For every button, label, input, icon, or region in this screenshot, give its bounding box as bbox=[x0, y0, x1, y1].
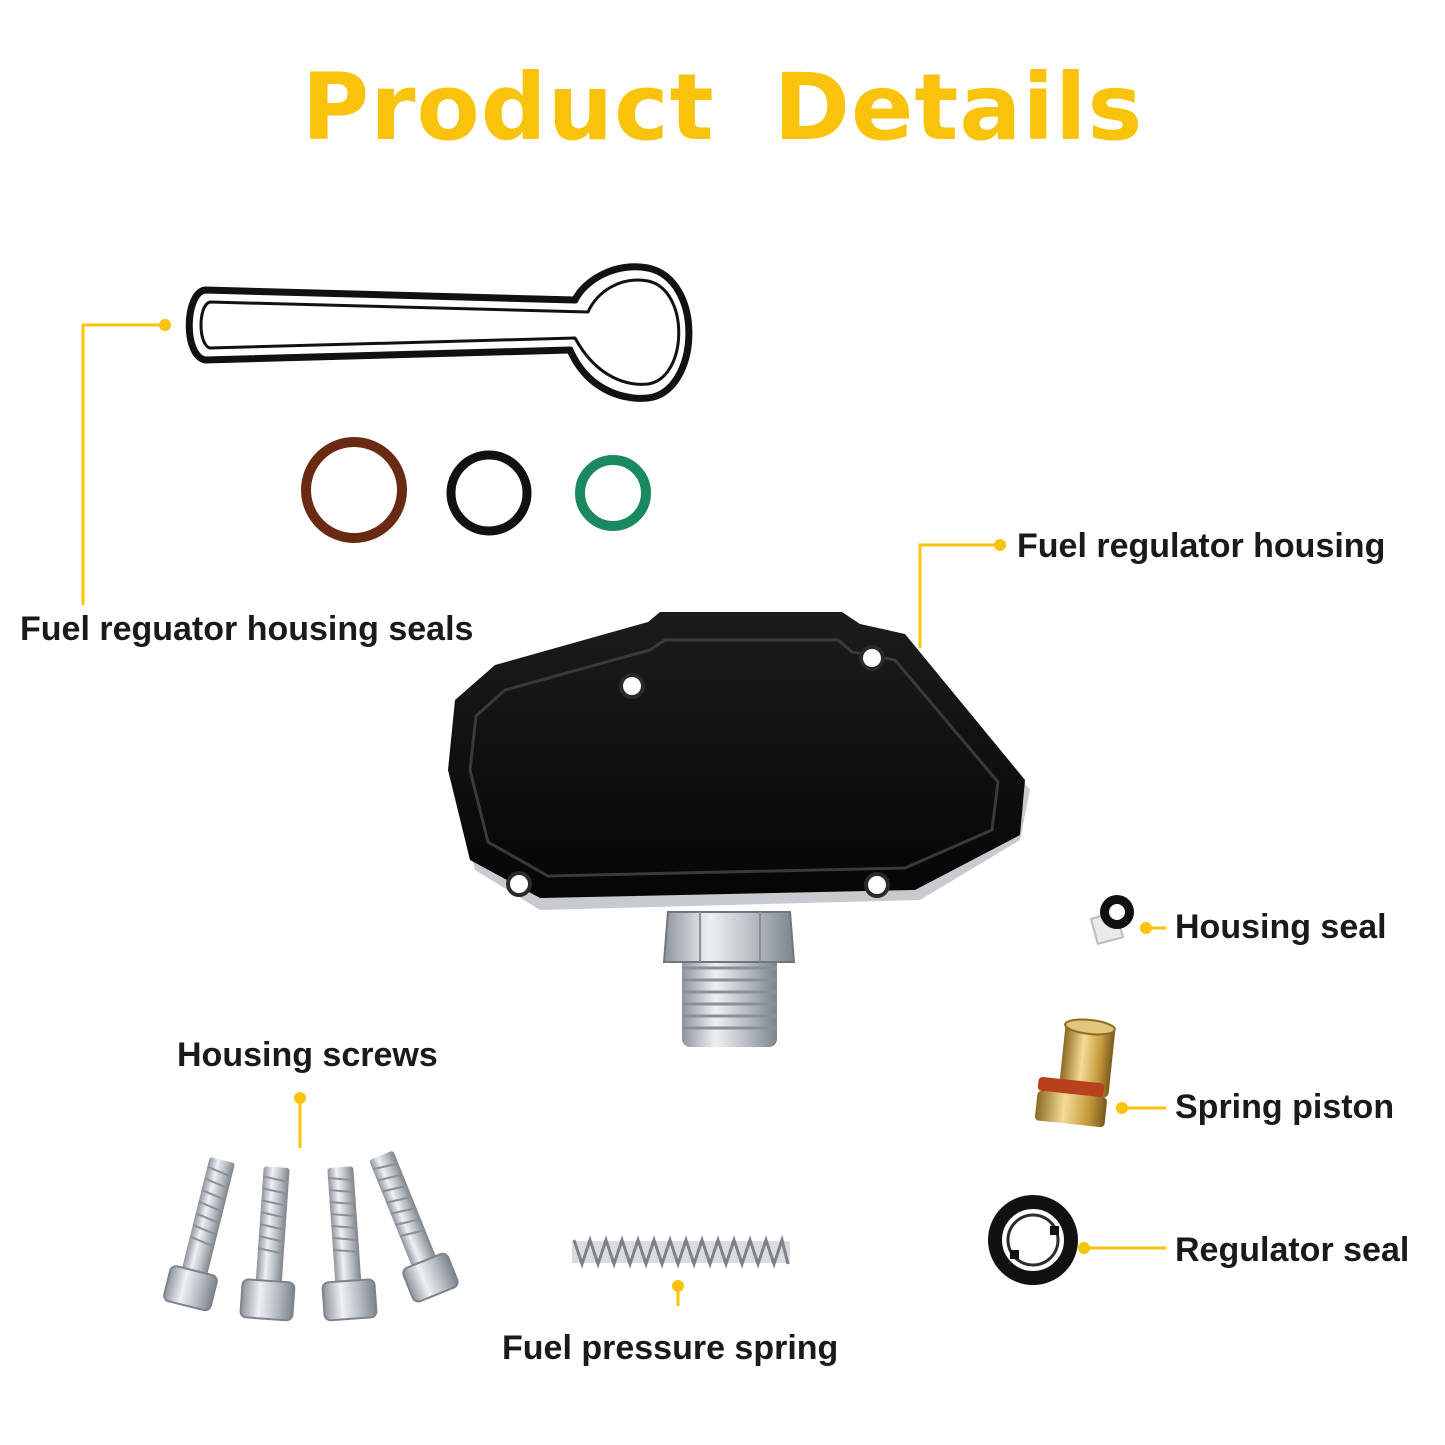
housing-seal-part bbox=[1089, 895, 1134, 946]
label-spring-piston: Spring piston bbox=[1175, 1088, 1395, 1126]
callout-dot bbox=[1116, 1102, 1128, 1114]
callout-line-regulator-housing bbox=[918, 543, 1000, 648]
label-housing-seals: Fuel reguator housing seals bbox=[20, 610, 474, 648]
o-ring-brown bbox=[301, 437, 407, 543]
callout-dot bbox=[672, 1280, 684, 1292]
spring-piston-part bbox=[1035, 1018, 1116, 1128]
callout-dot bbox=[159, 319, 171, 331]
label-pressure-spring: Fuel pressure spring bbox=[502, 1329, 839, 1367]
callout-dots bbox=[159, 319, 1152, 1292]
housing-screws bbox=[163, 1151, 459, 1322]
screw bbox=[239, 1166, 296, 1322]
label-housing-seal: Housing seal bbox=[1175, 908, 1387, 946]
mounting-holes bbox=[506, 645, 890, 898]
fitting-hex bbox=[662, 911, 796, 963]
keyhole-gasket bbox=[185, 263, 693, 402]
callout-dot bbox=[994, 539, 1006, 551]
o-ring-black bbox=[446, 450, 532, 536]
screw bbox=[321, 1166, 378, 1322]
callout-dot bbox=[294, 1092, 306, 1104]
label-regulator-seal: Regulator seal bbox=[1175, 1231, 1410, 1269]
label-regulator-housing: Fuel regulator housing bbox=[1017, 527, 1386, 565]
screw bbox=[163, 1157, 235, 1312]
pressure-spring-part bbox=[572, 1234, 790, 1269]
fitting-thread bbox=[682, 955, 777, 1047]
callout-line-housing-seals bbox=[81, 323, 165, 605]
o-ring-green bbox=[575, 455, 651, 531]
page-title: Product Details bbox=[301, 54, 1144, 161]
label-housing-screws: Housing screws bbox=[177, 1036, 438, 1074]
callout-dot bbox=[1140, 922, 1152, 934]
regulator-seal-part bbox=[988, 1195, 1078, 1285]
screw bbox=[369, 1151, 459, 1303]
regulator-housing bbox=[448, 612, 1030, 1047]
callout-dot bbox=[1078, 1242, 1090, 1254]
